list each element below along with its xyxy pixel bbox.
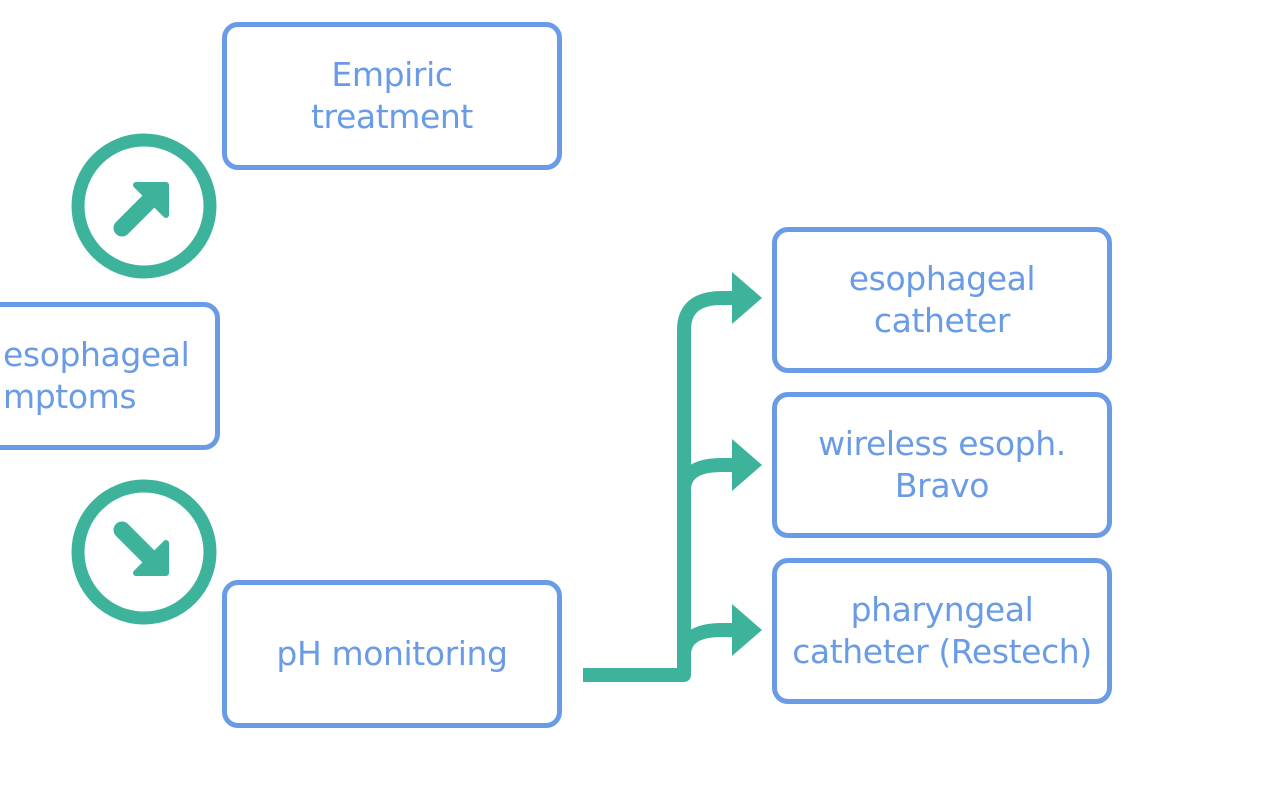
node-label-line-2: treatment — [311, 97, 473, 136]
node-ph-monitoring: pH monitoring — [222, 580, 562, 728]
connector-to-wireless — [677, 458, 736, 491]
node-wireless-bravo: wireless esoph. Bravo — [772, 392, 1112, 538]
node-label-line-1: esophageal — [848, 259, 1036, 298]
arrow-down-right-icon — [71, 479, 217, 625]
node-pharyngeal-catheter: pharyngeal catheter (Restech) — [772, 558, 1112, 704]
node-label-line-2: Bravo — [894, 466, 990, 505]
node-label-line-2: mptoms — [3, 377, 137, 416]
node-label-line-1: esophageal — [3, 335, 190, 374]
node-label-line-2: catheter (Restech) — [792, 632, 1092, 671]
node-label-line-1: pharyngeal — [850, 590, 1034, 629]
arrowhead-wireless — [732, 439, 762, 491]
node-label: pH monitoring — [276, 634, 508, 673]
node-esophageal-symptoms: esophageal mptoms — [0, 302, 220, 450]
arrow-up-right-icon — [71, 133, 217, 279]
node-label-line-2: catheter — [873, 301, 1011, 340]
connector-to-esophageal-catheter — [677, 291, 736, 331]
arrowhead-esophageal-catheter — [732, 272, 762, 324]
connector-trunk — [583, 330, 691, 682]
node-label-line-1: wireless esoph. — [818, 424, 1066, 463]
connector-to-pharyngeal — [677, 623, 736, 656]
node-empiric-treatment: Empiric treatment — [222, 22, 562, 170]
arrowhead-pharyngeal — [732, 604, 762, 656]
node-esophageal-catheter: esophageal catheter — [772, 227, 1112, 373]
node-label-line-1: Empiric — [331, 55, 453, 94]
